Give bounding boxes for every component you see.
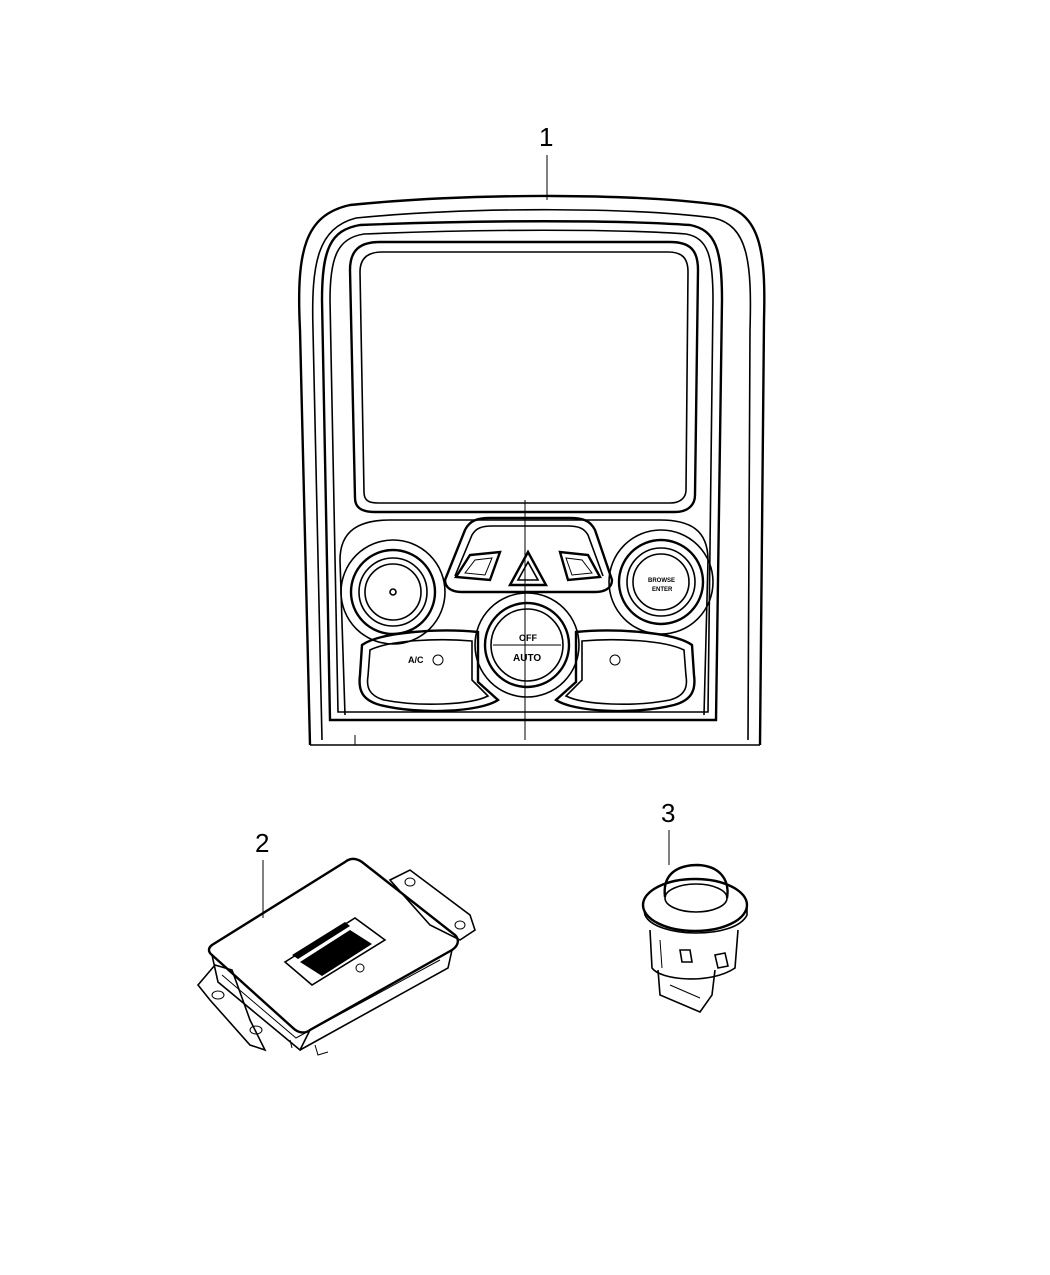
callout-2-label: 2 — [255, 828, 269, 858]
auto-label: AUTO — [513, 653, 541, 664]
callout-3: 3 — [661, 798, 675, 865]
enter-label: ENTER — [652, 587, 673, 593]
control-module — [196, 857, 476, 1056]
push-button-switch — [641, 863, 749, 1013]
callout-1: 1 — [539, 122, 553, 200]
label-strip — [300, 930, 372, 976]
off-label: OFF — [519, 633, 537, 643]
callout-2: 2 — [255, 828, 269, 918]
callout-1-label: 1 — [539, 122, 553, 152]
integrated-center-stack-bezel: A/C OFF AUTO BROWSE ENTER — [297, 194, 766, 746]
callout-3-label: 3 — [661, 798, 675, 828]
ac-label: A/C — [408, 655, 424, 665]
browse-label: BROWSE — [648, 578, 675, 584]
